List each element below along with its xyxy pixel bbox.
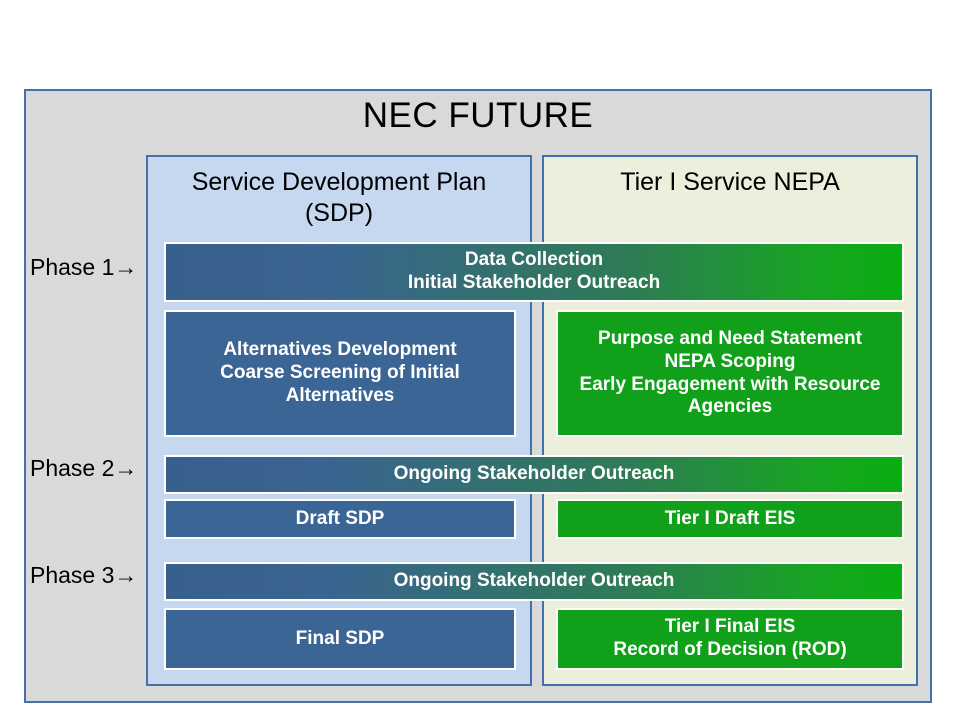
phase-1-arrow-icon: → — [114, 254, 138, 280]
phase-2-label: Phase 2→ — [30, 455, 137, 482]
box-tier-i-draft-eis: Tier I Draft EIS — [556, 499, 904, 539]
phase-3-arrow-icon: → — [114, 562, 138, 588]
phase-3-text: Phase 3 — [30, 562, 115, 588]
phase-1-text: Phase 1 — [30, 254, 115, 280]
box-draft-sdp: Draft SDP — [164, 499, 516, 539]
box-ongoing-outreach-phase-3: Ongoing Stakeholder Outreach — [164, 562, 904, 601]
page-title: NEC FUTURE — [362, 96, 594, 135]
box-ongoing-outreach-phase-2: Ongoing Stakeholder Outreach — [164, 455, 904, 494]
phase-2-text: Phase 2 — [30, 455, 115, 481]
column-header-nepa: Tier I Service NEPA — [620, 168, 840, 196]
box-final-sdp: Final SDP — [164, 608, 516, 670]
phase-1-label: Phase 1→ — [30, 254, 137, 281]
phase-2-arrow-icon: → — [114, 455, 138, 481]
column-header-sdp: Service Development Plan(SDP) — [191, 168, 487, 227]
phase-3-label: Phase 3→ — [30, 562, 137, 589]
